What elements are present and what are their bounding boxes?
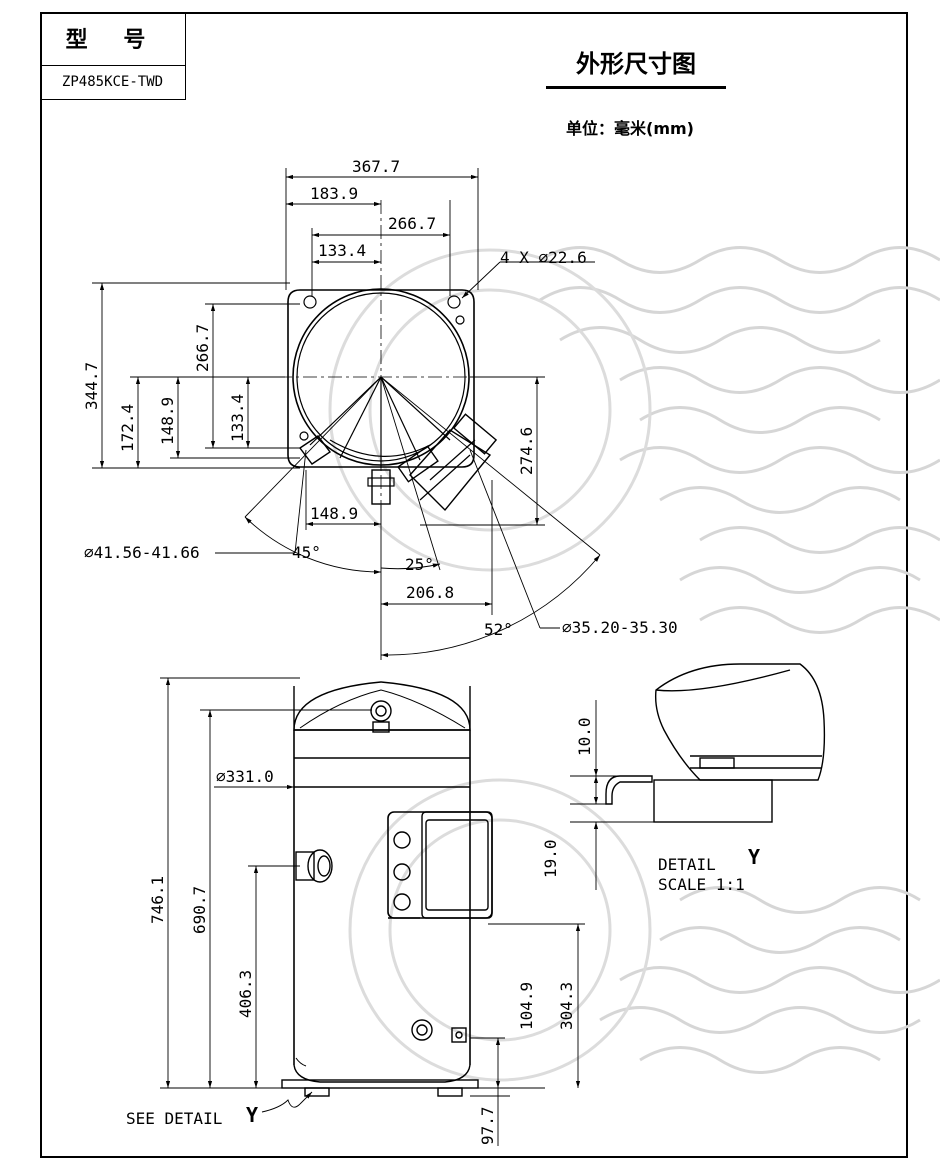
dim-width-133: 133.4: [318, 241, 366, 260]
dim-body-height: 690.7: [190, 886, 209, 934]
watermark-waves: [539, 246, 940, 1074]
dim-small-port: 104.9: [517, 982, 536, 1030]
dim-discharge-dia: ∅35.20-35.30: [562, 618, 678, 637]
top-view: [278, 200, 545, 512]
dim-height-172: 172.4: [118, 404, 137, 452]
dim-height-148: 148.9: [158, 397, 177, 445]
detail-label: DETAIL: [658, 855, 716, 874]
dim-holes: 4 X ∅22.6: [500, 248, 587, 267]
see-detail-label: SEE DETAIL: [126, 1109, 222, 1128]
dim-width-266: 266.7: [388, 214, 436, 233]
see-detail-letter: Y: [246, 1103, 258, 1127]
dim-overall-height: 746.1: [148, 876, 167, 924]
detail-dim-top: 10.0: [575, 717, 594, 756]
dim-foot-offset: 97.7: [478, 1106, 497, 1145]
dim-height-274: 274.6: [517, 427, 536, 475]
dim-bottom-148: 148.9: [310, 504, 358, 523]
angle-25: 25°: [405, 555, 434, 574]
watermark-seals: [328, 248, 652, 1082]
detail-scale: SCALE 1:1: [658, 875, 745, 894]
model-box: 型 号 ZP485KCE-TWD: [40, 12, 186, 100]
dim-large-port: 304.3: [557, 982, 576, 1030]
dim-width-367: 367.7: [352, 157, 400, 176]
title-underline: [546, 86, 726, 89]
drawing-frame: [40, 12, 908, 1158]
angle-52: 52°: [484, 620, 513, 639]
dim-shell-dia: ∅331.0: [216, 767, 274, 786]
dim-suction-dia: ∅41.56-41.66: [84, 543, 200, 562]
dim-width-183: 183.9: [310, 184, 358, 203]
angle-45: 45°: [292, 543, 321, 562]
unit-label: 单位：毫米(mm): [566, 119, 694, 138]
dim-height-344: 344.7: [82, 362, 101, 410]
top-view-dimensions: [92, 168, 601, 660]
detail-dimensions: [570, 700, 656, 890]
detail-view: [605, 663, 826, 823]
model-label: 型 号: [40, 12, 186, 66]
dim-height-133-v: 133.4: [228, 394, 247, 442]
dim-bottom-206: 206.8: [406, 583, 454, 602]
side-view-dimensions: [160, 677, 585, 1146]
side-view: [281, 681, 493, 1097]
dim-port-height: 406.3: [236, 970, 255, 1018]
model-value: ZP485KCE-TWD: [40, 66, 186, 100]
dimension-labels: 367.7 183.9 266.7 133.4 4 X ∅22.6 344.7 …: [82, 157, 760, 1145]
detail-letter: Y: [748, 845, 760, 869]
drawing-title: 外形尺寸图: [576, 50, 696, 78]
detail-dim-bottom: 19.0: [541, 839, 560, 878]
dim-height-266-v: 266.7: [193, 324, 212, 372]
